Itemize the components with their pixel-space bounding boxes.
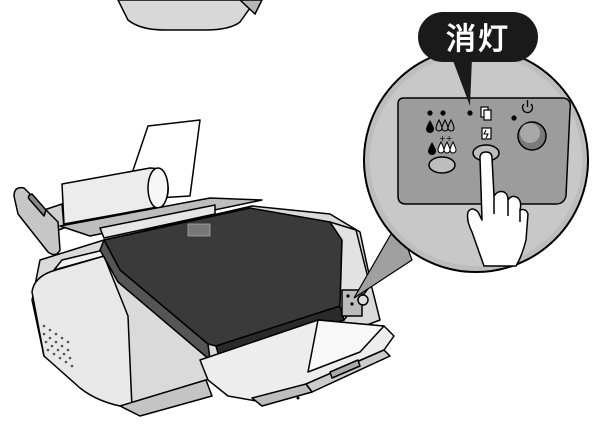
svg-text:++: ++ (439, 134, 452, 143)
led-indicators (427, 110, 517, 121)
zoom-callout: ++ (363, 47, 589, 273)
ink-drop-color-icon (435, 118, 455, 132)
brand-tag (187, 223, 211, 237)
printer-side-left (31, 255, 133, 409)
vent-grille (42, 324, 74, 368)
printer (13, 119, 395, 417)
paper-icon (480, 106, 492, 121)
cleaning-button[interactable] (428, 156, 456, 174)
maintenance-icon (481, 127, 492, 140)
printer-fragment-top (117, 0, 264, 31)
callout-bubble: 消灯 (418, 12, 538, 106)
power-icon (521, 100, 534, 114)
callout-label: 消灯 (446, 22, 510, 57)
roll-holder-left (13, 186, 61, 256)
ink-cleaning-icon: ++ (428, 134, 457, 155)
hand-pointer (466, 151, 529, 267)
power-button[interactable] (517, 121, 547, 151)
ink-drop-black-icon (426, 120, 434, 133)
